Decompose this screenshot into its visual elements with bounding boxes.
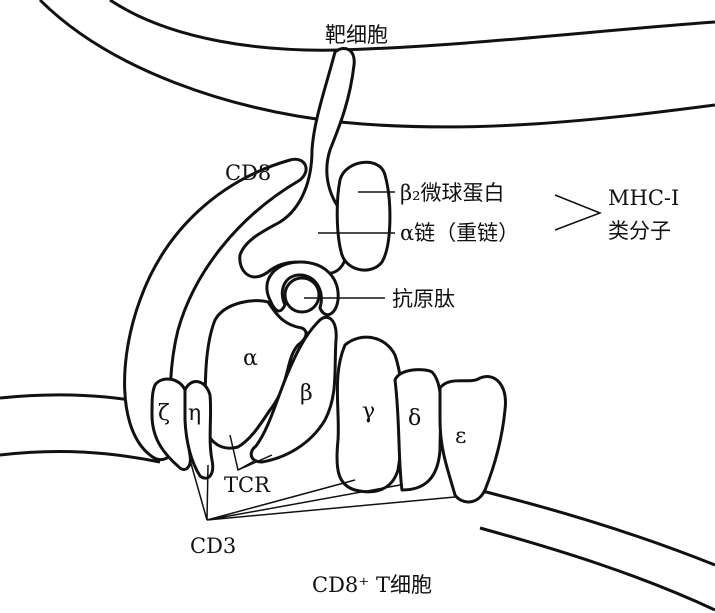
peptide-label: 抗原肽 <box>392 287 455 311</box>
cd3-delta-chain <box>393 368 443 492</box>
beta2-microglobulin <box>335 160 392 272</box>
t-cell-membrane-inner <box>0 450 715 612</box>
target-cell-label: 靶细胞 <box>325 23 388 47</box>
t-cell-label: CD8⁺ T细胞 <box>312 573 432 597</box>
mhc-peptide-groove <box>265 260 340 317</box>
cd3-label: CD3 <box>190 534 236 558</box>
eta-label: η <box>188 401 201 426</box>
zeta-label: ζ <box>158 401 170 426</box>
epsilon-label: ε <box>455 424 466 449</box>
delta-label: δ <box>408 406 421 431</box>
alpha-chain-label: α链（重链） <box>400 221 519 245</box>
target-cell-membrane-inner <box>38 0 715 129</box>
antigen-peptide <box>283 276 321 314</box>
cd3-epsilon-chain <box>438 375 507 504</box>
cd8-label: CD8 <box>225 161 271 185</box>
mhc-label-line1: MHC-I <box>608 186 679 210</box>
leader-lines <box>189 191 603 521</box>
cd3-eta-chain <box>183 380 215 480</box>
tcr-beta-label: β <box>300 381 313 406</box>
mhc-label-line2: 类分子 <box>608 219 671 243</box>
tcr-alpha-label: α <box>243 346 258 371</box>
tcr-label: TCR <box>224 473 271 497</box>
b2m-label: β₂微球蛋白 <box>400 181 505 205</box>
gamma-label: γ <box>362 399 375 424</box>
tcr-beta-chain <box>249 316 338 464</box>
target-cell-membrane-outer <box>109 0 715 52</box>
cd3-gamma-chain <box>335 335 405 494</box>
